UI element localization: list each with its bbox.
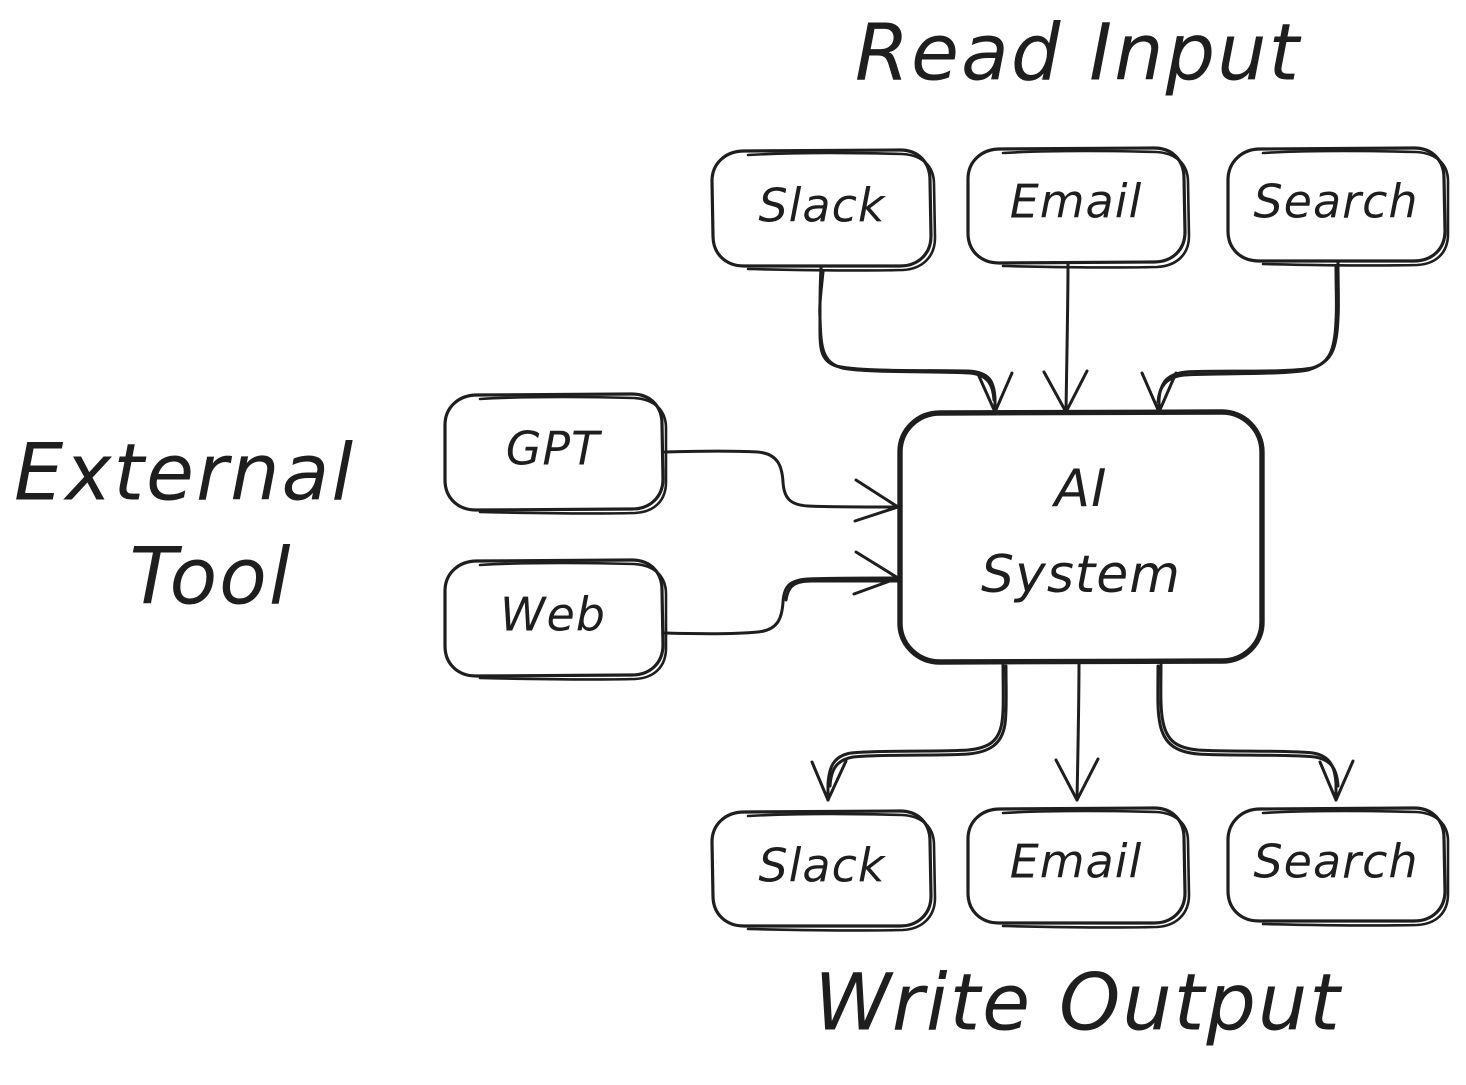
node-label-search-in: Search xyxy=(1253,175,1418,229)
edge-web-to-ai-system xyxy=(663,550,900,636)
node-label-slack-out: Slack xyxy=(758,839,886,893)
node-label-search-out: Search xyxy=(1253,835,1418,889)
node-email-in[interactable]: Email xyxy=(966,146,1191,269)
node-label-gpt: GPT xyxy=(506,422,603,476)
node-label-ai-system-line1: AI xyxy=(1052,459,1108,519)
edge-email-in-to-ai-system xyxy=(1042,262,1089,414)
section-title-external-tool-line2: Tool xyxy=(129,532,292,622)
node-search-out[interactable]: Search xyxy=(1226,806,1450,927)
node-label-web: Web xyxy=(500,588,606,642)
edge-ai-system-to-email-out xyxy=(1054,660,1100,802)
edge-ai-system-to-slack-out xyxy=(810,660,1008,802)
node-label-ai-system-line2: System xyxy=(981,545,1181,605)
section-title-read-input: Read Input xyxy=(855,8,1302,98)
node-label-slack-in: Slack xyxy=(758,179,886,233)
edge-slack-in-to-ai-system xyxy=(818,266,1014,414)
node-slack-out[interactable]: Slack xyxy=(710,809,937,932)
edge-gpt-to-ai-system xyxy=(663,449,900,523)
node-email-out[interactable]: Email xyxy=(966,806,1191,929)
section-title-external-tool-line1: External xyxy=(14,428,355,518)
edge-ai-system-to-search-out xyxy=(1156,660,1355,802)
node-gpt[interactable]: GPT xyxy=(443,392,668,515)
section-title-write-output: Write Output xyxy=(814,958,1342,1048)
node-label-email-out: Email xyxy=(1010,835,1143,889)
node-label-email-in: Email xyxy=(1010,175,1143,229)
edge-search-in-to-ai-system xyxy=(1140,260,1340,414)
node-web[interactable]: Web xyxy=(443,558,668,681)
node-slack-in[interactable]: Slack xyxy=(710,148,937,272)
node-ai-system[interactable]: AI System xyxy=(897,409,1265,665)
node-search-in[interactable]: Search xyxy=(1226,146,1450,267)
